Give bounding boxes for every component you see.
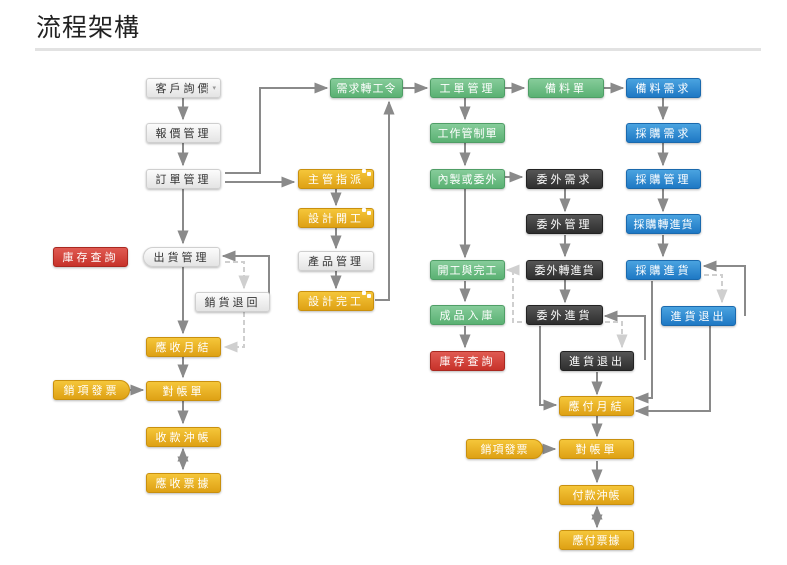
node-label: 設計完工 [308,295,364,308]
dashed-return-to-ar [223,312,245,353]
node-sales-invoice-left[interactable]: 銷項發票 [53,380,130,400]
node-inhouse-or-outsource[interactable]: 內製或委外 [430,169,505,189]
node-outsource-demand[interactable]: 委外需求 [526,169,603,189]
node-work-start-complete[interactable]: 開工與完工 [430,260,505,280]
node-work-control-sheet[interactable]: 工作管制單 [430,123,505,143]
node-purchase-demand[interactable]: 採購需求 [626,123,701,143]
node-purchase-return-mid[interactable]: 進貨退出 [560,351,634,371]
node-ap-monthly-close[interactable]: 應付月結 [559,396,634,416]
assign-badge-icon [362,289,371,298]
node-purchase-return-right[interactable]: 進貨退出 [661,306,736,326]
node-label: 主管指派 [308,173,364,186]
arrow-return-right-to-receipt [702,260,746,316]
dashed-outsource-to-start [505,264,522,323]
node-purchase-receipt[interactable]: 採購進貨 [626,260,701,280]
node-sales-return[interactable]: 銷貨退回 [195,292,270,312]
node-ar-monthly-close[interactable]: 應收月結 [146,337,221,357]
assign-badge-icon [362,206,371,215]
node-label: 設計開工 [308,212,364,225]
node-design-start[interactable]: 設計開工 [298,208,374,228]
node-sales-invoice-right[interactable]: 銷項發票 [466,439,543,459]
title-divider [35,48,761,51]
node-customer-inquiry[interactable]: 客戶詢價 ▾ [146,78,221,98]
arrow-order-to-demand [225,82,329,174]
node-work-order-mgmt[interactable]: 工單管理 [430,78,505,98]
dropdown-icon: ▾ [206,83,216,94]
dashed-receipt-to-return-mid [605,321,628,349]
arrow-return-right-to-ap [634,326,711,417]
node-receipt-offset[interactable]: 收款沖帳 [146,427,221,447]
node-statement-left[interactable]: 對帳單 [146,381,221,401]
node-supervisor-assign[interactable]: 主管指派 [298,169,374,189]
dashed-receipt-to-return-right [704,274,728,304]
arrow-purchase-receipt-to-ap [634,281,653,404]
node-demand-to-work-order[interactable]: 需求轉工令 [330,78,403,98]
node-order-mgmt[interactable]: 訂單管理 [146,169,221,189]
arrow-return-to-shipment [221,250,270,300]
page-title: 流程架構 [36,13,141,42]
arrow-outsource-receipt-to-ap [539,326,558,411]
assign-badge-icon [362,167,371,176]
node-ar-notes[interactable]: 應收票據 [146,473,221,493]
node-outsource-receipt[interactable]: 委外進貨 [526,305,603,325]
node-purchase-to-receipt[interactable]: 採購轉進貨 [626,214,701,234]
node-payment-offset[interactable]: 付款沖帳 [559,485,634,505]
node-outsource-to-receipt[interactable]: 委外轉進貨 [526,260,603,280]
node-product-mgmt[interactable]: 產品管理 [298,251,374,271]
node-finished-goods-in[interactable]: 成品入庫 [430,305,505,325]
node-outsource-mgmt[interactable]: 委外管理 [526,214,603,234]
node-ap-notes[interactable]: 應付票據 [559,530,634,550]
node-statement-right[interactable]: 對帳單 [559,439,634,459]
node-inventory-query-mid[interactable]: 庫存查詢 [430,351,505,371]
node-quote-mgmt[interactable]: 報價管理 [146,123,221,143]
node-design-complete[interactable]: 設計完工 [298,291,374,311]
arrow-return-mid-to-receipt [603,310,646,360]
node-purchase-mgmt[interactable]: 採購管理 [626,169,701,189]
node-inventory-query-left[interactable]: 庫存查詢 [53,247,128,267]
node-material-prep[interactable]: 備料單 [528,78,604,98]
dashed-shipment-to-return [225,261,250,290]
node-label: 客戶詢價 [155,82,212,95]
node-material-demand[interactable]: 備料需求 [626,78,701,98]
arrow-complete-to-demand [375,100,395,301]
node-shipment-mgmt[interactable]: 出貨管理 [143,247,220,267]
